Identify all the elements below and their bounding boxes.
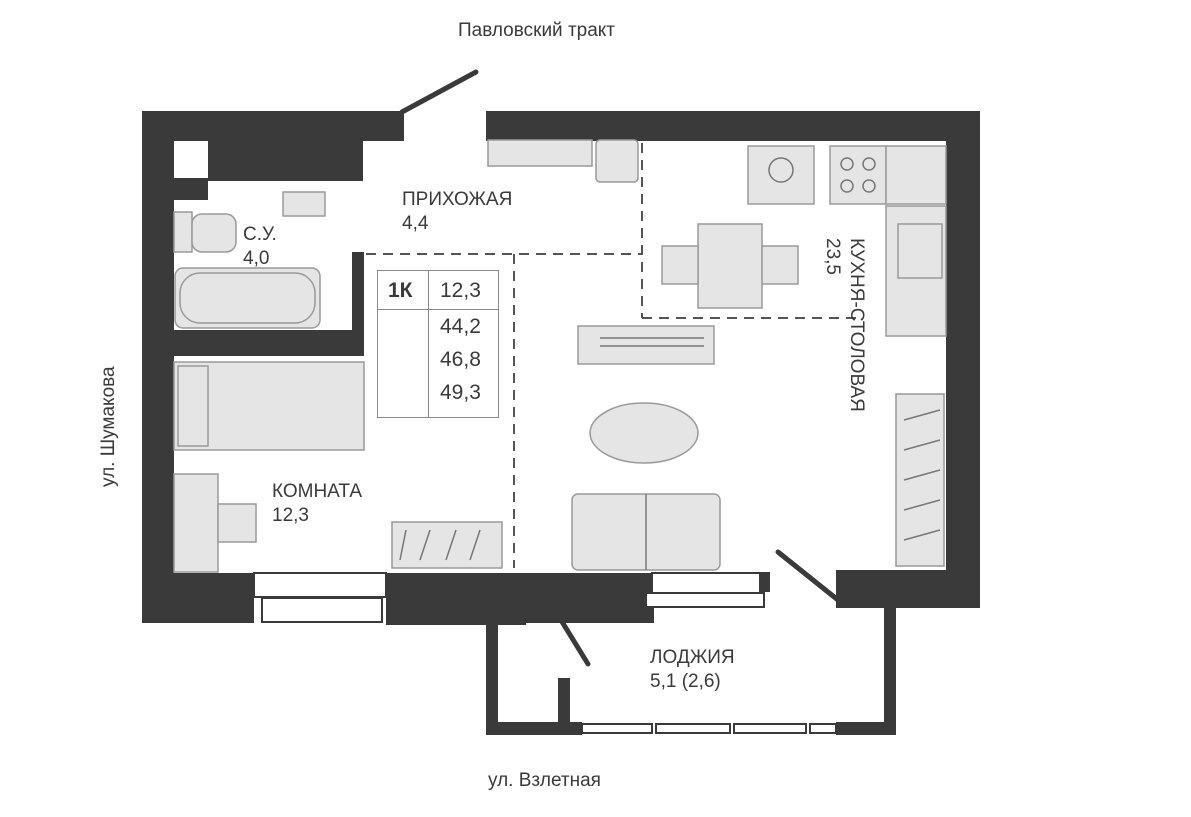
doors [399, 69, 841, 667]
burner-2 [862, 157, 876, 171]
bathroom-label: С.У. 4,0 [243, 223, 277, 271]
loggia-glazing-1 [581, 723, 653, 734]
loggia-door-left [553, 609, 591, 667]
loggia-name: ЛОДЖИЯ [650, 647, 735, 668]
radiator-bedroom [391, 521, 503, 569]
counter-top [885, 145, 947, 205]
street-top-label: Павловский тракт [458, 20, 616, 41]
summary-divider-horizontal [378, 309, 498, 310]
hallway-area: 4,4 [402, 212, 429, 234]
hallway-label: ПРИХОЖАЯ 4,4 [402, 188, 512, 236]
street-bottom-label: ул. Взлетная [488, 770, 601, 791]
tv-stand [577, 325, 715, 365]
dining-chair-left [661, 245, 699, 285]
wall-left-outer [142, 111, 174, 623]
furniture [173, 139, 947, 573]
burner-1 [840, 157, 854, 171]
toilet-bowl [191, 213, 237, 253]
area-1: 44,2 [440, 315, 481, 338]
radiator-ribs [399, 529, 481, 561]
walls [142, 111, 980, 735]
wall-bath-top [174, 178, 208, 200]
desk-chair [217, 503, 257, 543]
wall-top-right [486, 111, 980, 141]
burner-4 [862, 179, 876, 193]
wall-top-left [142, 111, 404, 141]
toilet-tank [173, 211, 193, 253]
bedroom-area: 12,3 [272, 504, 309, 526]
loggia-glazing-2 [655, 723, 731, 734]
kitchen-area: 23,5 [822, 238, 844, 275]
loggia-stub [558, 678, 570, 726]
wall-bath-bottom [174, 330, 364, 356]
burner-3 [840, 179, 854, 193]
area-2: 46,8 [440, 348, 481, 371]
bedroom-name: КОМНАТА [272, 481, 363, 502]
apartment-type: 1К [388, 279, 413, 302]
loggia-wall-right [884, 608, 896, 735]
wall-bottom-mid2 [386, 573, 526, 625]
washbasin [282, 191, 326, 217]
wall-kitchen-top-right [946, 141, 980, 145]
area-summary-table: 1К 12,3 44,2 46,8 49,3 [377, 270, 499, 418]
washing-machine [747, 145, 815, 205]
loggia-area: 5,1 (2,6) [650, 670, 721, 692]
wardrobe [895, 393, 945, 567]
hallway-name: ПРИХОЖАЯ [402, 189, 513, 210]
living-area: 12,3 [440, 279, 481, 302]
desk [173, 473, 219, 573]
area-3: 49,3 [440, 381, 481, 404]
entrance-door [399, 69, 479, 115]
loggia-wall-left [486, 620, 498, 735]
wall-bottom-right-small [760, 572, 770, 592]
window-bedroom [253, 572, 387, 598]
shoe-rack [487, 139, 593, 167]
loggia-glazing-3 [733, 723, 807, 734]
wall-bath-right [352, 252, 364, 350]
furniture-details [399, 157, 941, 570]
window-kitchen-sill [645, 592, 765, 608]
wall-bottom-right [836, 570, 980, 608]
kitchen-sink [897, 223, 943, 279]
summary-divider-vertical [428, 271, 429, 417]
bedroom-label: КОМНАТА 12,3 [272, 480, 362, 528]
windows [253, 572, 837, 734]
loggia-door-right [775, 549, 841, 603]
bathroom-area: 4,0 [243, 247, 270, 269]
window-kitchen [651, 572, 761, 594]
dining-chair-right [761, 245, 799, 285]
dining-table [697, 223, 763, 309]
wardrobe-hangers [903, 409, 941, 541]
kitchen-label: КУХНЯ-СТОЛОВАЯ 23,5 [821, 238, 869, 412]
bathroom-name: С.У. [243, 224, 277, 245]
washing-machine-drum [768, 157, 794, 183]
wall-right-outer [946, 111, 980, 607]
loggia-glazing-4 [809, 723, 837, 734]
kitchen-name: КУХНЯ-СТОЛОВАЯ [846, 238, 867, 412]
wall-hall-left [208, 141, 363, 181]
stove [829, 145, 887, 205]
loggia-label: ЛОДЖИЯ 5,1 (2,6) [650, 646, 735, 694]
zone-lines [366, 143, 860, 568]
bed-pillow [177, 365, 209, 447]
wall-bottom-left [142, 573, 254, 623]
coffee-table [589, 402, 699, 464]
bathtub-inner [179, 272, 316, 324]
window-bedroom-sill [261, 597, 383, 623]
loggia-wall-bottom-right [836, 722, 896, 735]
street-left-label: ул. Шумакова [98, 366, 119, 487]
hall-pouf [595, 139, 639, 183]
